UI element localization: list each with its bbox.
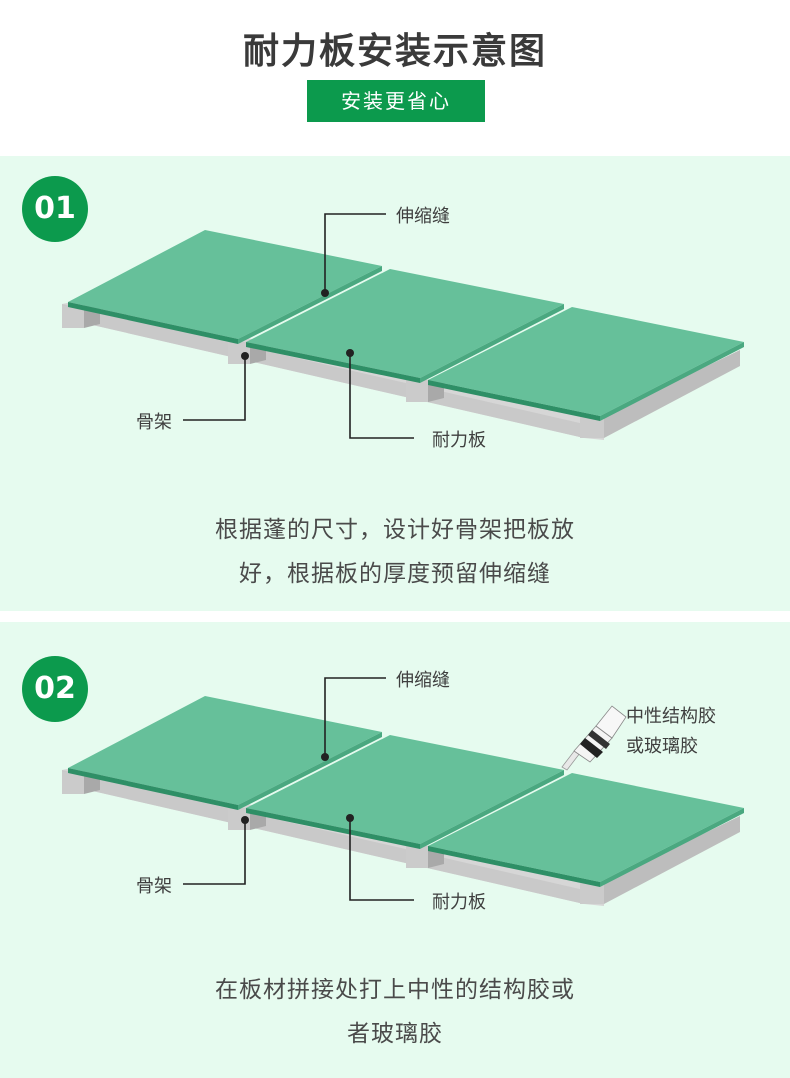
board-2 xyxy=(246,735,564,849)
glue-label: 中性结构胶 xyxy=(626,706,716,727)
board-3 xyxy=(428,773,744,887)
leader-dot-icon xyxy=(241,352,249,360)
board-label: 耐力板 xyxy=(432,430,486,451)
install-diagram xyxy=(62,213,744,440)
leader-dot-icon xyxy=(241,816,249,824)
board-1 xyxy=(68,230,382,344)
board-1 xyxy=(68,696,382,810)
joint-label: 伸缩缝 xyxy=(396,670,450,691)
board-leader-line xyxy=(349,353,414,439)
board-label: 耐力板 xyxy=(432,892,486,913)
frame-label: 骨架 xyxy=(136,876,172,897)
step-number-badge: 01 xyxy=(22,176,88,242)
joint-label: 伸缩缝 xyxy=(396,206,450,227)
step-caption: 在板材拼接处打上中性的结构胶或 者玻璃胶 xyxy=(0,968,790,1056)
frame-support xyxy=(580,350,740,438)
step-2-panel: 02 xyxy=(0,622,790,1078)
glue-gun-icon xyxy=(561,705,627,771)
header: 耐力板安装示意图 安装更省心 xyxy=(0,0,790,156)
glue-label: 或玻璃胶 xyxy=(626,736,698,757)
frame-leader-line xyxy=(183,356,246,421)
subtitle-badge: 安装更省心 xyxy=(307,80,485,122)
caption-line: 根据蓬的尺寸，设计好骨架把板放 xyxy=(215,517,575,543)
caption-line: 在板材拼接处打上中性的结构胶或 xyxy=(215,977,575,1003)
caption-line: 好，根据板的厚度预留伸缩缝 xyxy=(239,561,551,587)
caption-line: 者玻璃胶 xyxy=(347,1021,443,1047)
leader-dot-icon xyxy=(321,753,329,761)
step-number-badge: 02 xyxy=(22,656,88,722)
frame-label: 骨架 xyxy=(136,412,172,433)
joint-leader-line xyxy=(324,677,386,757)
leader-dot-icon xyxy=(346,349,354,357)
joint-leader-line xyxy=(324,213,386,293)
board-2 xyxy=(246,269,564,383)
frame-leader-line xyxy=(183,820,246,885)
step-caption: 根据蓬的尺寸，设计好骨架把板放 好，根据板的厚度预留伸缩缝 xyxy=(0,508,790,596)
frame-support xyxy=(580,816,740,904)
board-leader-line xyxy=(349,818,414,901)
leader-dot-icon xyxy=(321,289,329,297)
board-3 xyxy=(428,307,744,421)
step-1-panel: 01 xyxy=(0,156,790,611)
leader-dot-icon xyxy=(346,814,354,822)
install-diagram xyxy=(62,677,744,906)
page-title: 耐力板安装示意图 xyxy=(242,31,547,72)
